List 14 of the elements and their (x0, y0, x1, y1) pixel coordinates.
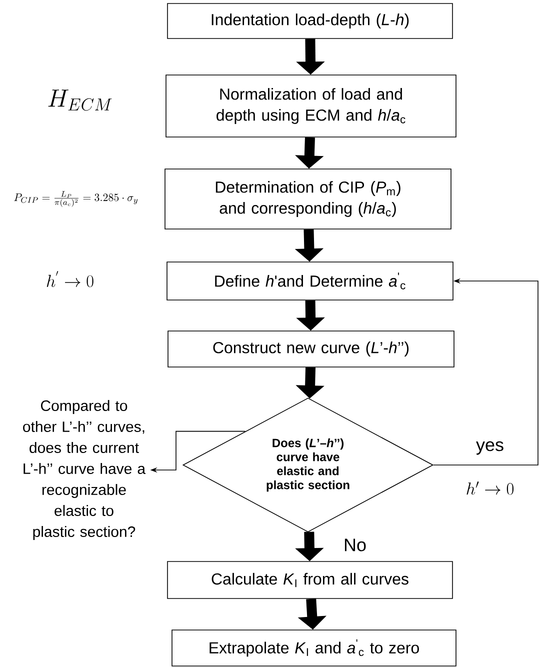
question-text: Compared to other L’-h’’ curves, does the current L’-h’’ curve have a recognizable elastic to plastic section? (23, 400, 146, 540)
process-box: Define h'and Determine a$^{'}$c (166, 262, 454, 300)
formula: $h^{'}\rightarrow 0$ (46, 271, 94, 288)
process-box: Calculate K$_{I}$ from all curves (167, 561, 453, 599)
process-box: Normalization of load and depth using ECM and h/a$_{c}$ (166, 74, 456, 138)
process-box: Indentation load-depth (L-h) (167, 3, 453, 39)
process-box: Extrapolate K$_{I}$ and a$^{'}$$_{c}$ to zero (172, 630, 456, 666)
edge-label: yes (476, 441, 504, 455)
process-box: Determination of CIP (P$_{m}$) and corresponding (h/a$_{c}$) (164, 168, 452, 230)
formula: $H_{ECM}$ (48, 90, 112, 111)
process-box: Construct new curve (L’-h’’) (168, 330, 454, 368)
formula: $P_{CIP}=\frac{L_P}{\pi(a_c)^2}=3.285\cdot\sigma_y$ (14, 191, 138, 207)
formula: $h'\rightarrow 0$ (466, 482, 514, 495)
edge-label: No (344, 538, 366, 552)
